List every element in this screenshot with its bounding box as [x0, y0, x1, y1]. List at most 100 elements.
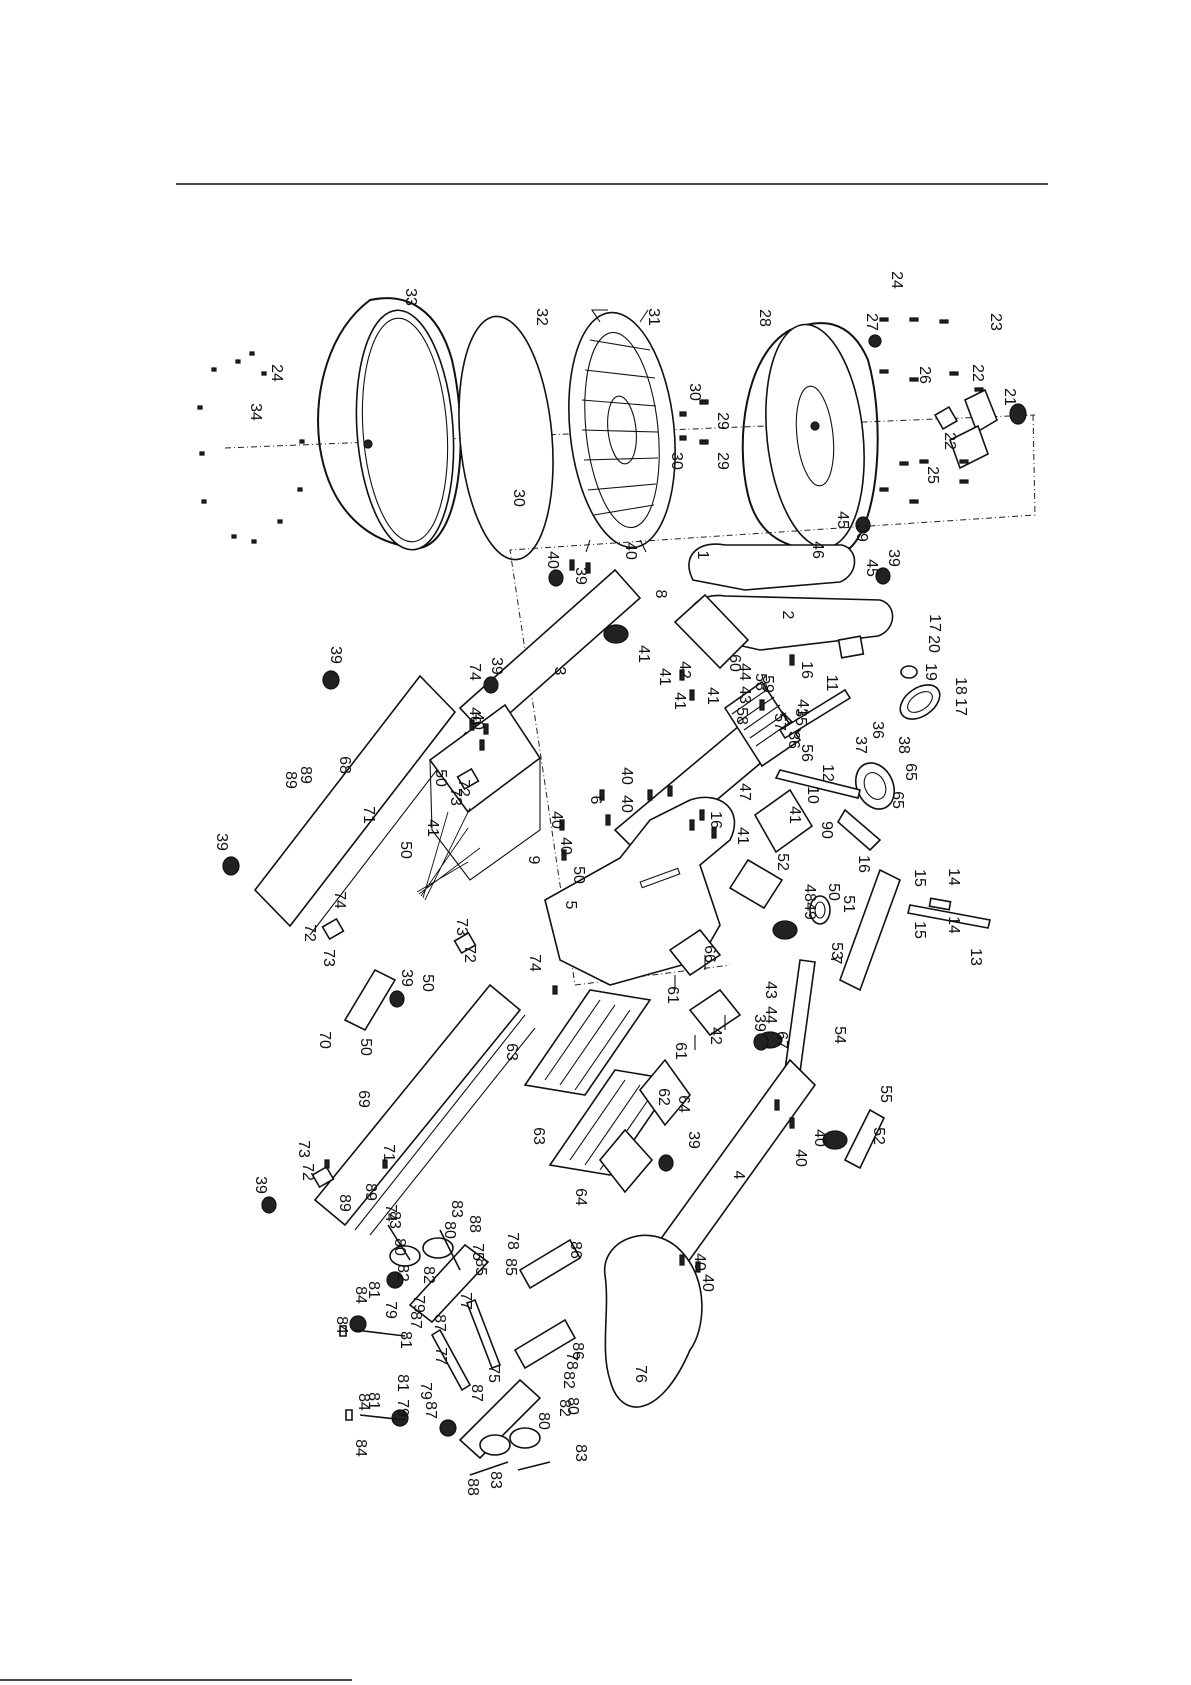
callout-87: 87	[407, 1311, 424, 1329]
callout-40: 40	[544, 551, 561, 569]
callout-86: 86	[567, 1241, 584, 1259]
callout-50: 50	[419, 974, 436, 992]
callout-79: 79	[417, 1382, 434, 1400]
callout-40: 40	[548, 811, 565, 829]
callout-80: 80	[564, 1397, 581, 1415]
callout-64: 64	[675, 1095, 692, 1113]
callout-39: 39	[853, 524, 870, 542]
callout-88: 88	[464, 1478, 481, 1496]
callout-8: 8	[652, 590, 669, 599]
callout-41: 41	[635, 645, 652, 663]
callout-84: 84	[352, 1286, 369, 1304]
housing-screws	[197, 317, 984, 544]
callout-17: 17	[926, 614, 943, 632]
callout-50: 50	[570, 866, 587, 884]
callout-16: 16	[707, 811, 724, 829]
callout-40: 40	[811, 1129, 828, 1147]
callout-45: 45	[834, 511, 851, 529]
callout-41: 41	[671, 692, 688, 710]
callout-74: 74	[526, 954, 543, 972]
callout-39: 39	[213, 833, 230, 851]
tube-68	[253, 674, 457, 928]
callout-73: 73	[320, 949, 337, 967]
arm-1	[688, 543, 856, 591]
callout-73: 73	[447, 788, 464, 806]
callout-34: 34	[247, 403, 264, 421]
callout-77: 77	[457, 1292, 474, 1310]
callout-43: 43	[762, 981, 779, 999]
callout-59: 59	[759, 675, 776, 693]
callout-40: 40	[466, 707, 483, 725]
callout-14: 14	[945, 916, 962, 934]
motor-56	[723, 680, 802, 768]
callout-19: 19	[922, 663, 939, 681]
callout-74: 74	[331, 891, 348, 909]
callout-24: 24	[888, 271, 905, 289]
callout-89: 89	[282, 771, 299, 789]
callout-75: 75	[485, 1365, 502, 1383]
callout-89: 89	[297, 766, 314, 784]
tube-54	[784, 959, 816, 1073]
callout-39: 39	[327, 646, 344, 664]
callout-68: 68	[336, 756, 353, 774]
callout-50: 50	[357, 1038, 374, 1056]
callout-85: 85	[502, 1258, 519, 1276]
callout-29: 29	[714, 452, 731, 470]
callout-90: 90	[818, 821, 835, 839]
callout-52: 52	[774, 853, 791, 871]
callout-73: 73	[295, 1140, 312, 1158]
callout-87: 87	[431, 1314, 448, 1332]
callout-67: 67	[773, 1031, 790, 1049]
callout-6: 6	[587, 796, 604, 805]
callout-78: 78	[504, 1232, 521, 1250]
callout-18: 18	[952, 677, 969, 695]
callout-38: 38	[895, 736, 912, 754]
callout-76: 76	[632, 1365, 649, 1383]
callout-70: 70	[316, 1031, 333, 1049]
callout-81: 81	[394, 1374, 411, 1392]
callout-89: 89	[336, 1194, 353, 1212]
callout-39: 39	[751, 1014, 768, 1032]
callout-39: 39	[572, 567, 589, 585]
callout-31: 31	[645, 308, 662, 326]
callout-39: 39	[685, 1131, 702, 1149]
callout-22: 22	[941, 432, 958, 450]
callout-84: 84	[352, 1439, 369, 1457]
block-70	[343, 968, 397, 1032]
callout-29: 29	[714, 412, 731, 430]
callout-42: 42	[707, 1027, 724, 1045]
callout-81: 81	[365, 1281, 382, 1299]
callout-60: 60	[726, 654, 743, 672]
callout-36: 36	[785, 731, 802, 749]
callout-87: 87	[468, 1384, 485, 1402]
callout-74: 74	[466, 663, 483, 681]
callout-41: 41	[794, 699, 811, 717]
callout-39: 39	[488, 657, 505, 675]
callout-12: 12	[819, 764, 836, 782]
callout-61: 61	[664, 986, 681, 1004]
bracket-10	[753, 788, 814, 854]
callout-48: 48	[801, 884, 818, 902]
callout-89: 89	[362, 1183, 379, 1201]
callout-79: 79	[394, 1399, 411, 1417]
brackets-61	[668, 928, 742, 1050]
callout-39: 39	[252, 1176, 269, 1194]
callout-88: 88	[466, 1215, 483, 1233]
callout-41: 41	[656, 668, 673, 686]
callout-7: 7	[827, 956, 844, 965]
callout-77: 77	[432, 1347, 449, 1365]
callout-53: 53	[828, 942, 845, 960]
callout-75: 75	[469, 1243, 486, 1261]
callout-72: 72	[299, 1163, 316, 1181]
callout-2: 2	[779, 611, 796, 620]
callout-64: 64	[572, 1188, 589, 1206]
callout-72: 72	[455, 779, 472, 797]
callout-80: 80	[391, 1238, 408, 1256]
callout-39: 39	[398, 969, 415, 987]
callout-83: 83	[487, 1471, 504, 1489]
callout-82: 82	[420, 1266, 437, 1284]
callout-14: 14	[945, 868, 962, 886]
callout-33: 33	[402, 288, 419, 306]
callout-69: 69	[355, 1090, 372, 1108]
